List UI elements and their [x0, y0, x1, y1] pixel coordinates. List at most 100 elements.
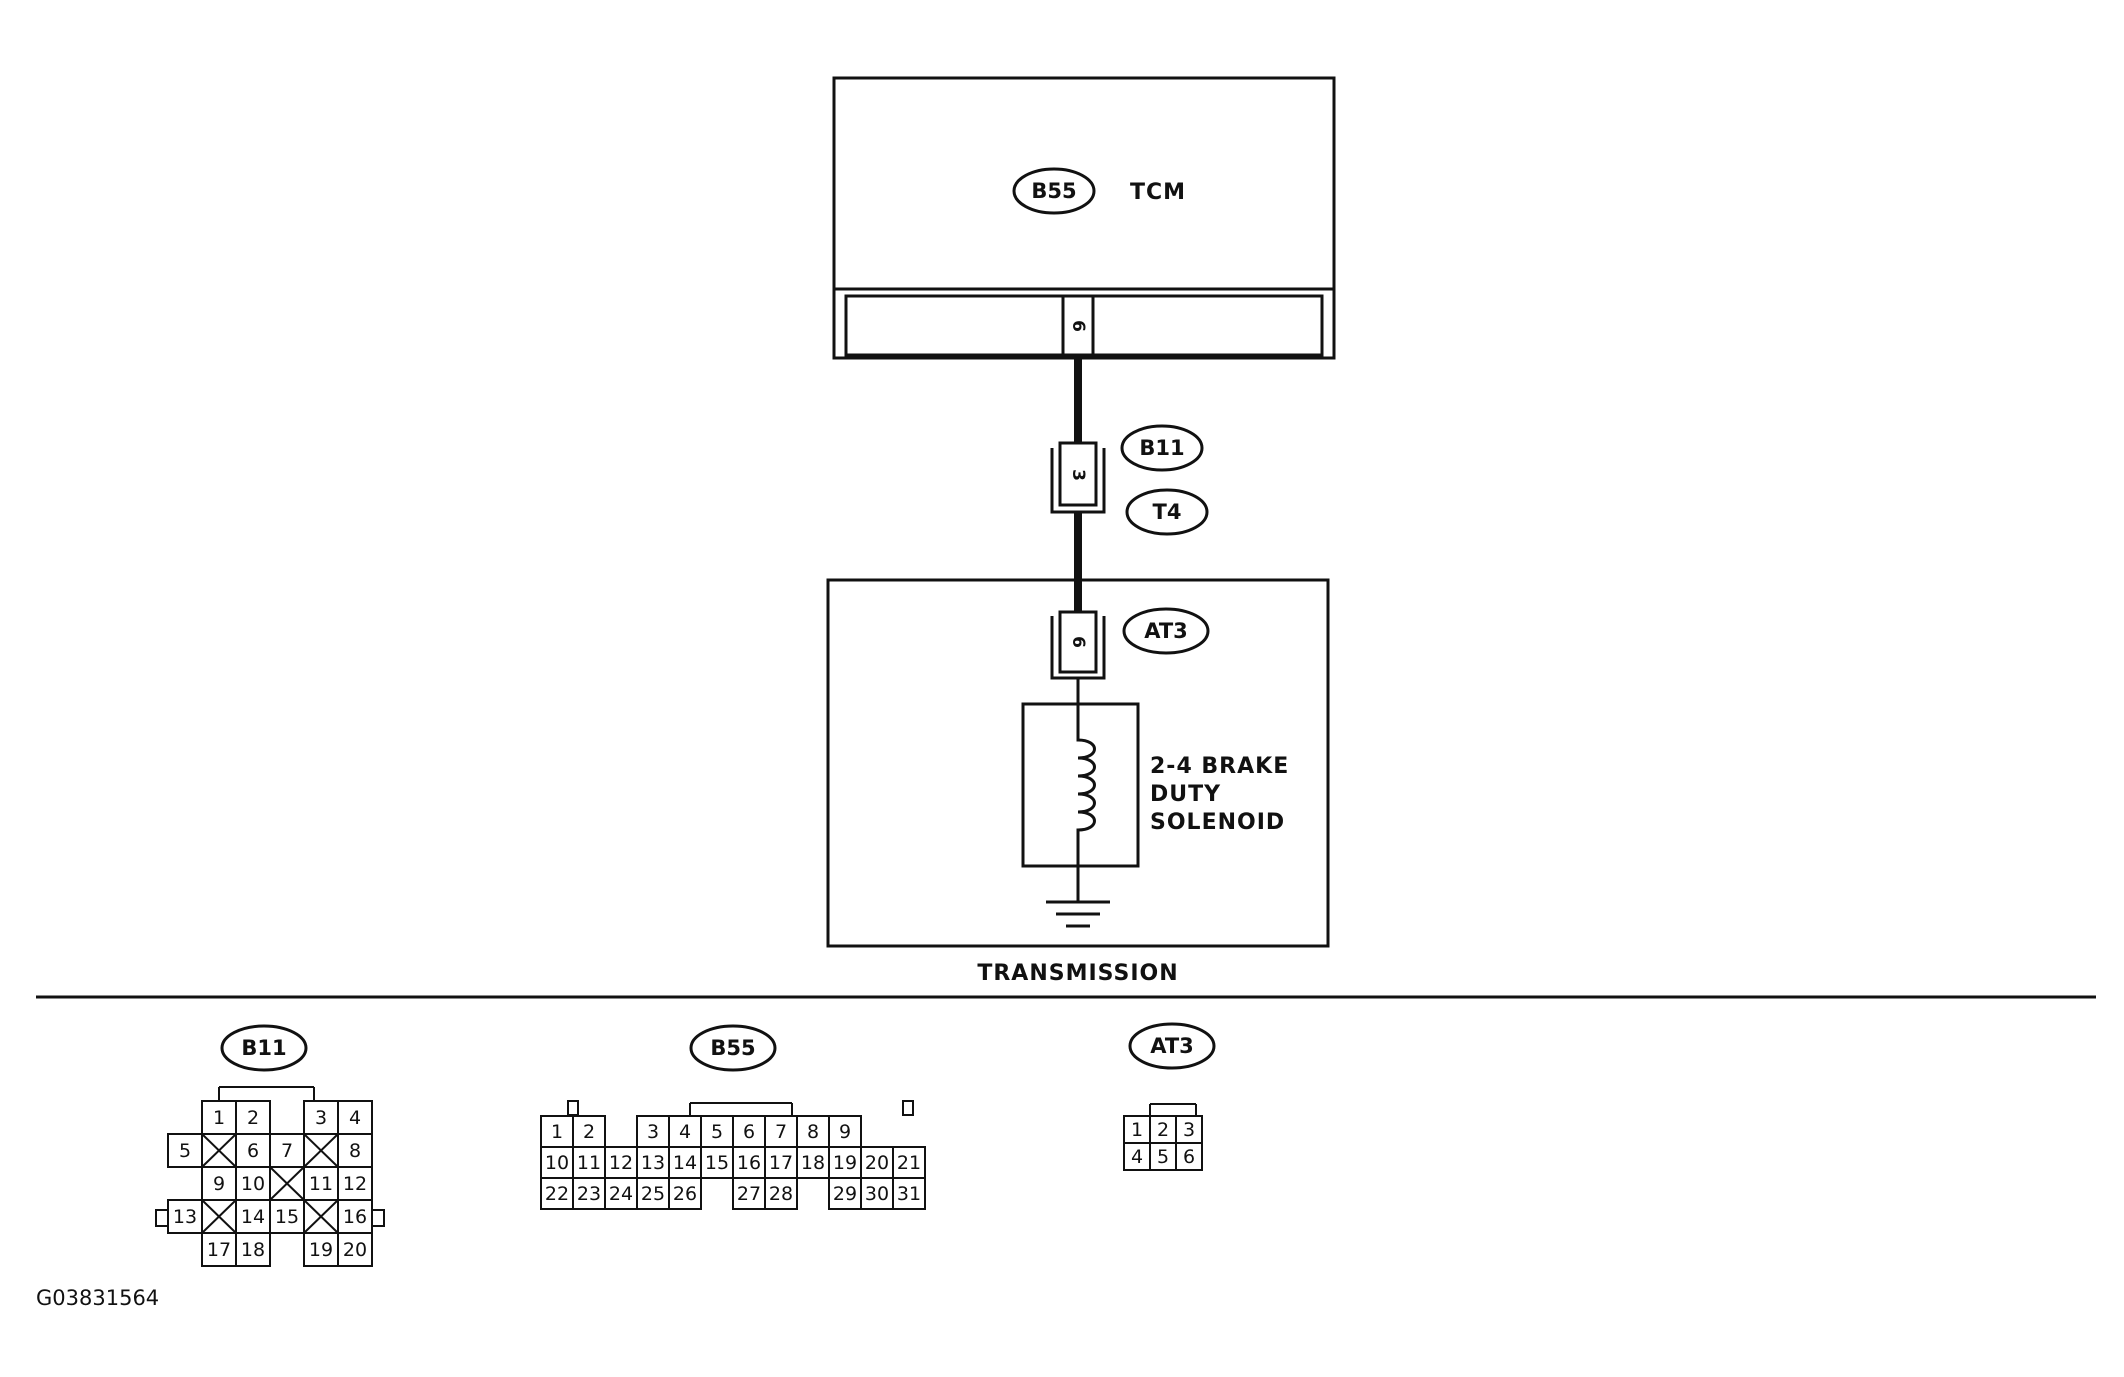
b55-view-tag	[689, 1024, 777, 1072]
connector-pin-number: 11	[309, 1173, 333, 1195]
connector-pin-number: 15	[275, 1206, 299, 1228]
t4-tag-label: T4	[1153, 500, 1182, 524]
connector-cell	[796, 1146, 830, 1179]
connector-pin-number: 1	[1131, 1119, 1143, 1141]
connector-pin-number: 30	[865, 1183, 889, 1205]
connector-cell	[572, 1146, 606, 1179]
connector-pin-number: 6	[1183, 1146, 1195, 1168]
blank-cell-cross	[303, 1199, 339, 1234]
connector-pin-number: 17	[207, 1239, 231, 1261]
connector-pin-number: 20	[865, 1152, 889, 1174]
inline-pin-number: 3	[1068, 469, 1088, 481]
connector-cell	[572, 1177, 606, 1210]
connector-pin-number: 4	[349, 1107, 361, 1129]
connector-pin-number: 10	[241, 1173, 265, 1195]
tcm-box	[832, 76, 1336, 360]
blank-cell-cross	[201, 1133, 237, 1168]
connector-cell	[828, 1177, 862, 1210]
tcm-label: TCM	[1130, 180, 1186, 205]
connector-cell	[303, 1100, 339, 1135]
connector-pin-number: 28	[769, 1183, 793, 1205]
connector-pin-number: 11	[577, 1152, 601, 1174]
b11-view-tag	[220, 1024, 308, 1072]
connector-cell	[235, 1100, 271, 1135]
connector-pin-number: 19	[833, 1152, 857, 1174]
connector-pin-number: 13	[641, 1152, 665, 1174]
connector-pin-number: 2	[247, 1107, 259, 1129]
solenoid-label: 2-4 BRAKE DUTY SOLENOID	[1150, 754, 1298, 835]
connector-pin-number: 6	[247, 1140, 259, 1162]
at3-tag-label: AT3	[1144, 619, 1188, 643]
connector-cell	[668, 1146, 702, 1179]
connector-cell	[337, 1133, 373, 1168]
tcm-connector-tag	[1012, 167, 1096, 215]
connector-pin-number: 3	[1183, 1119, 1195, 1141]
tcm-unit: 6 B55 TCM	[832, 76, 1336, 360]
connector-cell	[892, 1177, 926, 1210]
connector-pin-number: 29	[833, 1183, 857, 1205]
connector-pin-number: 27	[737, 1183, 761, 1205]
connector-cell	[167, 1133, 203, 1168]
connector-pin-number: 20	[343, 1239, 367, 1261]
connector-pin-number: 12	[343, 1173, 367, 1195]
connector-cell	[235, 1199, 271, 1234]
connector-cell	[828, 1115, 862, 1148]
connector-cell	[732, 1146, 766, 1179]
connector-pin-number: 31	[897, 1183, 921, 1205]
connector-pin-number: 3	[315, 1107, 327, 1129]
connector-cell	[636, 1177, 670, 1210]
connector-pin-number: 21	[897, 1152, 921, 1174]
connector-pin-number: 1	[213, 1107, 225, 1129]
connector-pin-number: 5	[179, 1140, 191, 1162]
connector-pin-number: 1	[551, 1121, 563, 1143]
connector-pin-number: 9	[213, 1173, 225, 1195]
connector-pin-number: 18	[241, 1239, 265, 1261]
connector-pin-number: 2	[583, 1121, 595, 1143]
connector-cell	[700, 1146, 734, 1179]
at3-pin-number: 6	[1068, 636, 1088, 648]
connector-pin-number: 6	[743, 1121, 755, 1143]
connector-cell	[572, 1115, 606, 1148]
connector-cell	[303, 1232, 339, 1267]
b11-tag-label: B11	[1139, 436, 1184, 460]
transmission-label: TRANSMISSION	[977, 961, 1178, 986]
connector-pin-number: 7	[775, 1121, 787, 1143]
blank-cell-cross	[303, 1133, 339, 1168]
connector-pin-number: 10	[545, 1152, 569, 1174]
connector-pin-number: 14	[241, 1206, 265, 1228]
connector-pin-number: 12	[609, 1152, 633, 1174]
connector-pin-number: 8	[349, 1140, 361, 1162]
blank-cell-cross	[201, 1199, 237, 1234]
connector-pin-number: 17	[769, 1152, 793, 1174]
tcm-pin-number: 6	[1068, 320, 1088, 332]
connector-pin-number: 22	[545, 1183, 569, 1205]
tcm-connector-label: B55	[1031, 179, 1076, 203]
connector-cell	[167, 1199, 203, 1234]
connector-cell	[1149, 1115, 1177, 1144]
t4-tag	[1125, 488, 1209, 536]
connector-pin-number: 4	[679, 1121, 691, 1143]
connector-pin-number: 15	[705, 1152, 729, 1174]
connector-pin-number: 9	[839, 1121, 851, 1143]
connector-cell	[1175, 1142, 1203, 1171]
connector-cell	[337, 1199, 373, 1234]
connector-pin-number: 14	[673, 1152, 697, 1174]
at3-view-tag	[1128, 1022, 1216, 1070]
connector-cell	[201, 1166, 237, 1201]
connector-pin-number: 18	[801, 1152, 825, 1174]
connector-pin-number: 2	[1157, 1119, 1169, 1141]
b11-tag	[1120, 424, 1204, 472]
at3-tag	[1122, 607, 1210, 655]
b11-view-tag-label: B11	[241, 1036, 286, 1060]
ground-icon	[1046, 866, 1110, 928]
connector-pin-number: 24	[609, 1183, 633, 1205]
figure-code: G03831564	[36, 1286, 159, 1310]
connector-pin-number: 13	[173, 1206, 197, 1228]
connector-pin-number: 16	[737, 1152, 761, 1174]
solenoid-coil-icon	[1076, 704, 1096, 866]
connector-cell	[668, 1177, 702, 1210]
connector-pin-number: 16	[343, 1206, 367, 1228]
